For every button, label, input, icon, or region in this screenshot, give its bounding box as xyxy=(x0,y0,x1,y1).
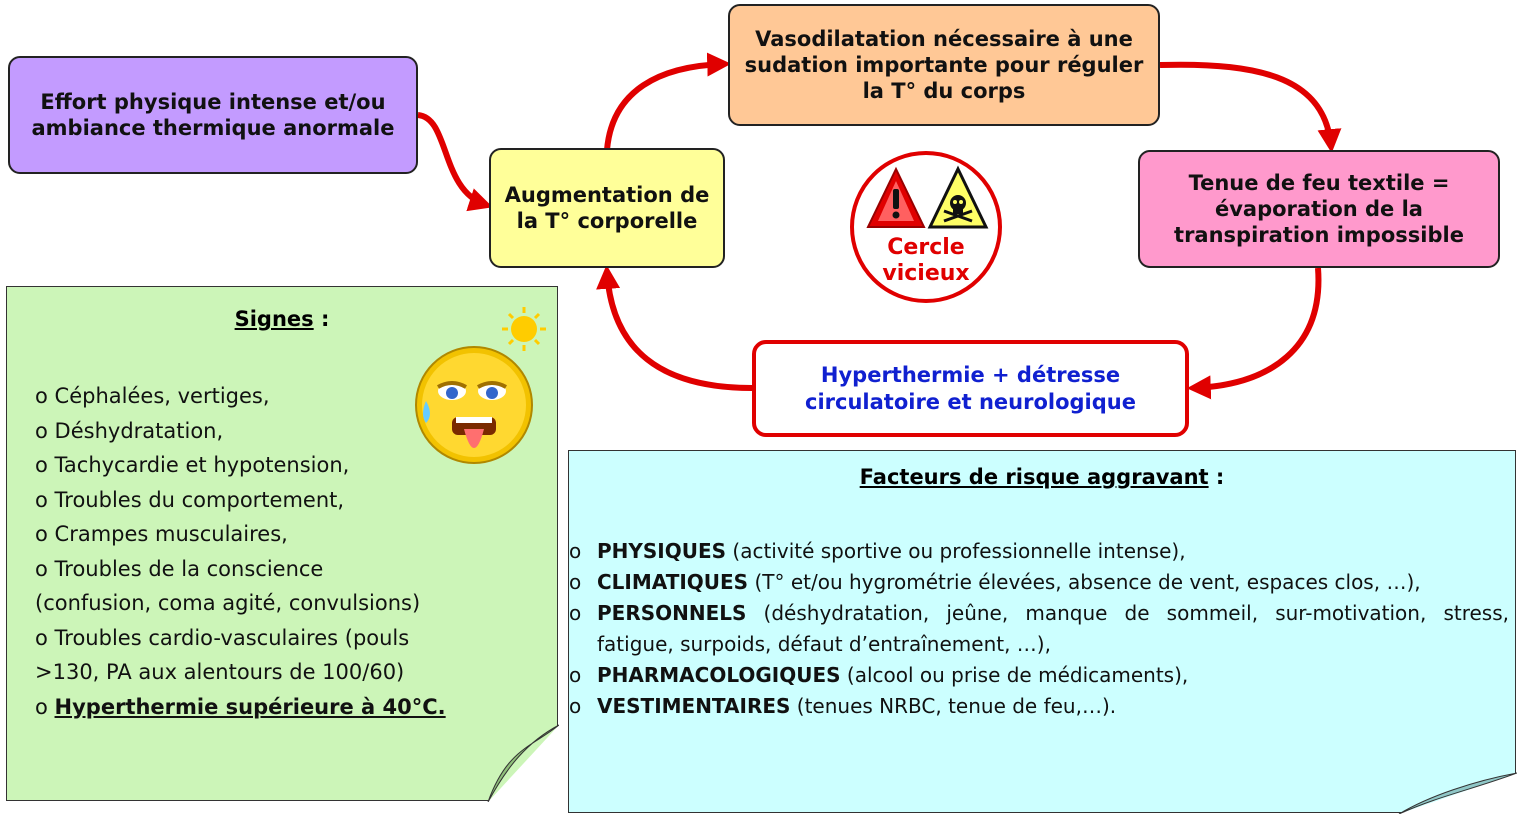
arrow-tenue-to-hyperthermie xyxy=(1186,267,1322,400)
hyperthermie-text: Hyperthermie + détresse circulatoire et … xyxy=(805,363,1136,414)
signes-item: o Troubles de la conscience xyxy=(35,552,446,587)
effort-physique-box: Effort physique intense et/ou ambiance t… xyxy=(8,56,418,174)
signes-item: >130, PA aux alentours de 100/60) xyxy=(35,655,446,690)
facteur-item: o PHARMACOLOGIQUES (alcool ou prise de mé… xyxy=(569,660,1509,691)
facteur-item: o VESTIMENTAIRES (tenues NRBC, tenue de f… xyxy=(569,691,1509,722)
facteur-item: o PHYSIQUES (activité sportive ou profess… xyxy=(569,536,1509,567)
cercle-vicieux-badge: Cercle vicieux xyxy=(850,151,1002,303)
signes-item-text: Crampes musculaires, xyxy=(54,522,288,546)
facteur-item: o PERSONNELS (déshydratation, jeûne, manq… xyxy=(569,598,1509,660)
facteur-label: PERSONNELS xyxy=(597,601,747,625)
signes-item-text: Troubles cardio-vasculaires (pouls xyxy=(54,625,410,650)
signes-item-text: Hyperthermie supérieure à 40°C. xyxy=(54,694,446,719)
bullet: o xyxy=(35,384,48,408)
vasodilatation-text: Vasodilatation nécessaire à une sudation… xyxy=(744,26,1144,104)
signes-list: o Céphalées, vertiges,o Déshydratation,o… xyxy=(35,379,446,724)
arrow-effort-to-augmentation xyxy=(417,112,493,212)
signes-item-text: (confusion, coma agité, convulsions) xyxy=(35,591,421,615)
bullet: o xyxy=(35,556,48,581)
facteur-label: CLIMATIQUES xyxy=(597,570,749,594)
signes-item-text: Céphalées, vertiges, xyxy=(54,384,270,408)
cercle-line1: Cercle xyxy=(887,235,965,260)
arrow-hyperthermie-to-augmentation xyxy=(596,264,753,391)
augmentation-temperature-box: Augmentation de la T° corporelle xyxy=(489,148,725,268)
bullet: o xyxy=(35,418,48,443)
facteurs-note: Facteurs de risque aggravant : o PHYSIQUE… xyxy=(568,450,1517,814)
tenue-de-feu-box: Tenue de feu textile = évaporation de la… xyxy=(1138,150,1500,268)
bullet: o xyxy=(569,663,582,687)
bullet: o xyxy=(569,539,582,563)
signes-item: o Hyperthermie supérieure à 40°C. xyxy=(35,690,446,725)
bullet: o xyxy=(35,453,48,477)
signes-item: o Céphalées, vertiges, xyxy=(35,379,446,414)
signes-item: o Crampes musculaires, xyxy=(35,517,446,552)
cercle-line2: vicieux xyxy=(882,261,970,287)
facteurs-title: Facteurs de risque aggravant : xyxy=(859,465,1225,489)
facteur-text: (activité sportive ou professionnelle in… xyxy=(726,539,1186,563)
sun-icon xyxy=(502,307,546,351)
signes-item-text: >130, PA aux alentours de 100/60) xyxy=(35,660,405,684)
signes-item-text: Tachycardie et hypotension, xyxy=(54,453,350,477)
signes-item: o Troubles cardio-vasculaires (pouls xyxy=(35,621,446,656)
tenue-de-feu-text: Tenue de feu textile = évaporation de la… xyxy=(1174,170,1464,248)
facteur-text: (T° et/ou hygrométrie élevées, absence d… xyxy=(748,570,1421,594)
bullet: o xyxy=(569,601,582,625)
facteur-label: PHYSIQUES xyxy=(597,539,727,563)
signes-item: o Déshydratation, xyxy=(35,414,446,449)
bullet: o xyxy=(35,694,48,719)
augmentation-temperature-text: Augmentation de la T° corporelle xyxy=(504,182,710,233)
bullet: o xyxy=(35,522,48,546)
hyperthermie-box: Hyperthermie + détresse circulatoire et … xyxy=(752,340,1189,437)
effort-physique-text: Effort physique intense et/ou ambiance t… xyxy=(31,89,395,140)
signes-note: Signes : o Céphalées, vertiges,o Déshydr… xyxy=(6,286,559,802)
bullet: o xyxy=(35,487,48,512)
facteurs-list: o PHYSIQUES (activité sportive ou profess… xyxy=(569,536,1509,722)
vasodilatation-box: Vasodilatation nécessaire à une sudation… xyxy=(728,4,1160,126)
facteur-text: (tenues NRBC, tenue de feu,…). xyxy=(790,694,1117,718)
cercle-vicieux-label: Cercle vicieux xyxy=(854,235,998,288)
warning-icon xyxy=(866,166,926,228)
arrow-vasodilatation-to-tenue xyxy=(1159,61,1342,154)
signes-item-text: Troubles de la conscience xyxy=(54,556,324,581)
circle-icons xyxy=(866,165,989,229)
signes-item: (confusion, coma agité, convulsions) xyxy=(35,586,446,621)
toxic-skull-icon xyxy=(927,165,989,229)
facteur-item: o CLIMATIQUES (T° et/ou hygrométrie élevé… xyxy=(569,567,1509,598)
signes-item: o Tachycardie et hypotension, xyxy=(35,448,446,483)
facteur-text: (déshydratation, jeûne, manque de sommei… xyxy=(597,601,1509,656)
signes-item-text: Déshydratation, xyxy=(54,418,224,443)
arrow-augmentation-to-vasodilatation xyxy=(604,52,732,151)
bullet: o xyxy=(35,625,48,650)
signes-title: Signes : xyxy=(234,307,330,331)
facteur-label: PHARMACOLOGIQUES xyxy=(597,663,841,687)
sweating-face-icon xyxy=(415,307,546,464)
bullet: o xyxy=(569,570,582,594)
bullet: o xyxy=(569,694,582,718)
signes-item-text: Troubles du comportement, xyxy=(54,487,345,512)
facteur-text: (alcool ou prise de médicaments), xyxy=(840,663,1189,687)
signes-item: o Troubles du comportement, xyxy=(35,483,446,518)
facteur-label: VESTIMENTAIRES xyxy=(597,694,791,718)
